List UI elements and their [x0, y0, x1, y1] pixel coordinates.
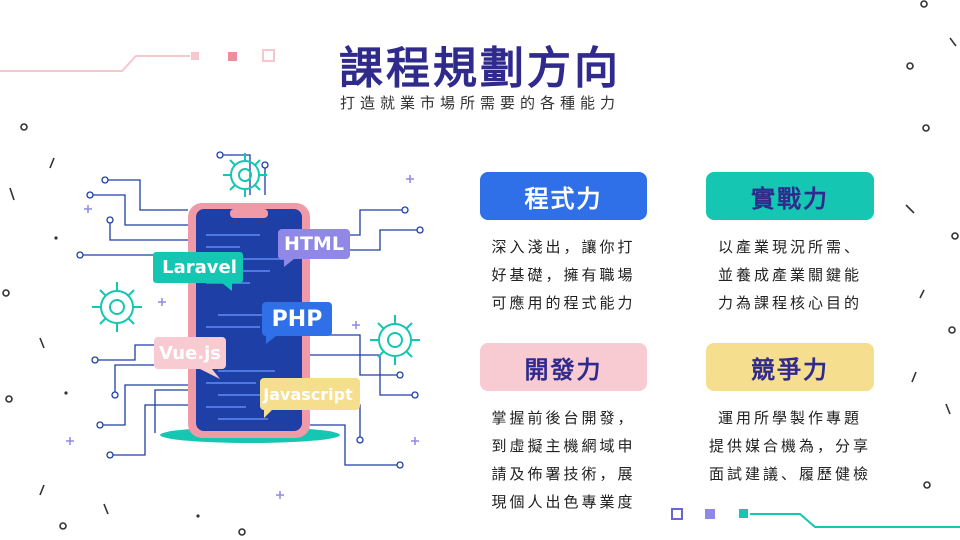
card-practice-label: 實戰力: [706, 172, 874, 220]
phone-illustration: [66, 151, 424, 499]
card-development-desc: 掌握前後台開發， 到虛擬主機網域申 請及佈署技術，展 現個人出色專業度: [491, 409, 636, 511]
page-title: 課程規劃方向: [339, 43, 621, 94]
card-programming-desc: 深入淺出，讓你打 好基礎，擁有職場 可應用的程式能力: [491, 238, 636, 312]
tag-php-label: PHP: [271, 306, 323, 332]
card-competitive-desc: 運用所學製作專題 提供媒合機為，分享 面試建議、履歷健檢: [708, 409, 871, 483]
card-development-label: 開發力: [480, 343, 647, 391]
page-subtitle: 打造就業市場所需要的各種能力: [339, 94, 620, 112]
card-programming-label: 程式力: [480, 172, 647, 220]
tag-html-label: HTML: [284, 233, 344, 255]
tag-javascript-label: Javascript: [263, 384, 353, 404]
tag-laravel-label: Laravel: [162, 257, 237, 278]
tag-vuejs-label: Vue.js: [158, 342, 222, 364]
card-competitive-label: 競爭力: [706, 343, 874, 391]
card-practice-desc: 以產業現況所需、 並養成產業關鍵能 力為課程核心目的: [717, 238, 862, 312]
